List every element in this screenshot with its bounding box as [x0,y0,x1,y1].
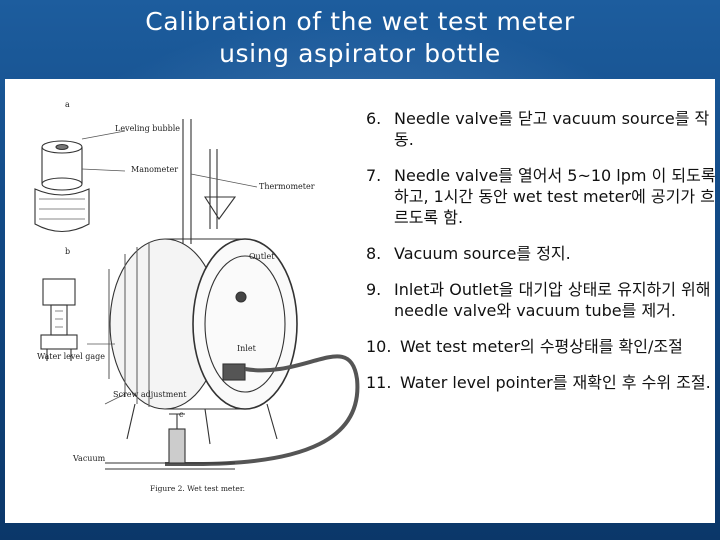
step-number: 10. [366,337,392,356]
leveling-bubble-ring [41,177,83,191]
figure-label-leveling-bubble: Leveling bubble [115,124,180,133]
step-item: 10. Wet test meter의 수평상태를 확인/조절 [366,336,716,357]
thermometer-tube [182,119,192,244]
gage-bottom-block [40,334,78,350]
step-text: Needle valve를 닫고 vacuum source를 작동. [394,109,710,149]
figure-caption: Figure 2. Wet test meter. [150,484,245,493]
figure-label-outlet: Outlet [249,252,275,261]
step-number: 8. [366,244,382,263]
figure-label-water-level-gage: Water level gage [37,352,105,361]
inlet-port [222,363,246,381]
figure-label-c: c [179,410,184,419]
step-number: 7. [366,166,382,185]
step-text: Inlet과 Outlet을 대기압 상태로 유지하기 위해 needle va… [394,280,711,320]
step-number: 11. [366,373,392,392]
step-text: Water level pointer를 재확인 후 수위 조절. [400,373,711,392]
vacuum-tube [165,354,360,466]
figure-label-inlet: Inlet [237,344,257,353]
step-text: Vacuum source를 정지. [394,244,571,263]
title-line-2: using aspirator bottle [219,39,501,68]
procedure-steps: 6. Needle valve를 닫고 vacuum source를 작동. 7… [366,108,716,408]
step-item: 11. Water level pointer를 재확인 후 수위 조절. [366,372,716,393]
needle-valve-body [168,428,186,464]
step-number: 9. [366,280,382,299]
leveling-bubble-body [41,147,83,184]
step-text: Wet test meter의 수평상태를 확인/조절 [400,337,683,356]
step-item: 6. Needle valve를 닫고 vacuum source를 작동. [366,108,716,150]
meter-legs [126,403,278,445]
leveling-bubble-base [34,188,90,233]
figure-label-thermometer: Thermometer [259,182,315,191]
slide-title: Calibration of the wet test meter using … [0,6,720,70]
figure-label-a: a [65,100,70,109]
title-line-1: Calibration of the wet test meter [145,7,575,36]
figure-label-vacuum: Vacuum [72,454,106,463]
meter-dial-face [192,238,298,410]
needle-valve-handle [169,413,185,429]
step-item: 9. Inlet과 Outlet을 대기압 상태로 유지하기 위해 needle… [366,279,716,321]
bottom-strip [0,523,720,540]
outlet-port [235,291,247,303]
gage-top-block [42,278,76,306]
vacuum-line [105,462,235,470]
figure-label-b: b [65,247,70,256]
meter-dial-ring [204,255,286,393]
funnel [203,196,237,220]
gage-glass [50,304,68,336]
step-text: Needle valve를 열어서 5~10 lpm 이 되도록 하고, 1시간… [394,166,716,227]
wet-test-meter-figure: a b c Leveling bubble Manometer Thermome… [34,100,360,493]
step-number: 6. [366,109,382,128]
leveling-bubble-dot [55,143,69,151]
figure-label-manometer: Manometer [131,165,178,174]
step-item: 7. Needle valve를 열어서 5~10 lpm 이 되도록 하고, … [366,165,716,228]
figure-label-screw-adjustment: Screw adjustment [113,390,187,399]
step-item: 8. Vacuum source를 정지. [366,243,716,264]
manometer-tube [209,149,218,229]
